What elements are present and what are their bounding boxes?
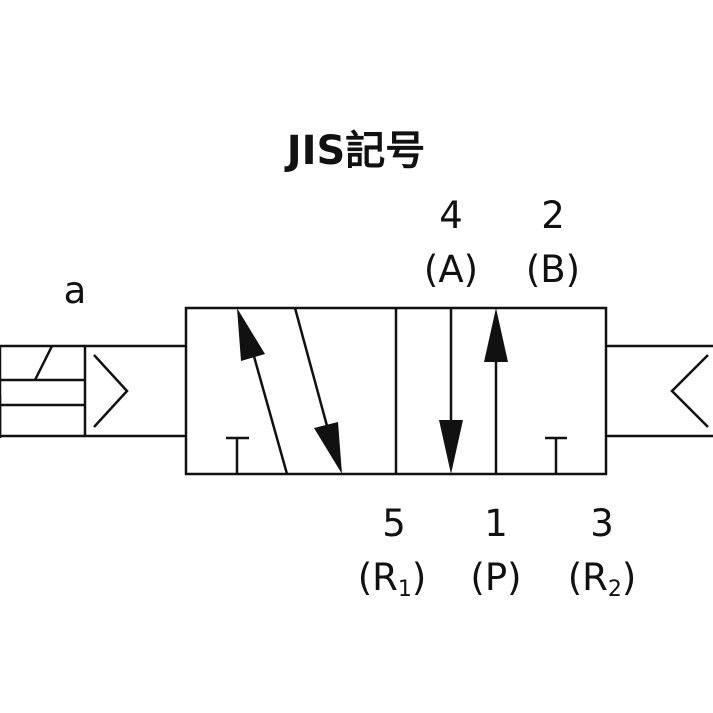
port-4-name: (A) xyxy=(424,248,478,291)
solenoid-diagonal xyxy=(33,345,54,381)
right-position-flow xyxy=(439,308,567,474)
flow-line-up xyxy=(246,334,289,475)
port-1-name: (P) xyxy=(470,556,521,599)
port-5-number: 5 xyxy=(382,502,406,545)
pilot-return-actuator xyxy=(606,344,713,438)
arrow-head-up xyxy=(237,308,265,361)
left-position-flow xyxy=(226,307,342,475)
pilot-housing xyxy=(83,344,186,438)
flow-line-down xyxy=(293,307,335,449)
port-2-name: (B) xyxy=(526,248,580,291)
port-4-number: 4 xyxy=(439,194,463,237)
port-3-number: 3 xyxy=(590,502,614,545)
port-5-name: (R1) xyxy=(358,556,427,602)
solenoid-label: a xyxy=(64,269,87,312)
pilot-triangle xyxy=(670,354,709,428)
solenoid-actuator xyxy=(0,344,186,438)
arrow-head-a-down xyxy=(439,420,463,474)
arrow-head-down xyxy=(314,422,342,474)
arrow-head-b-up xyxy=(484,308,508,362)
port-3-name: (R2) xyxy=(568,556,637,602)
port-1-number: 1 xyxy=(484,502,508,545)
solenoid-coil xyxy=(0,344,85,438)
diagram-title: JIS記号 xyxy=(284,128,426,174)
port-2-number: 2 xyxy=(541,194,565,237)
pilot-triangle xyxy=(93,354,129,428)
